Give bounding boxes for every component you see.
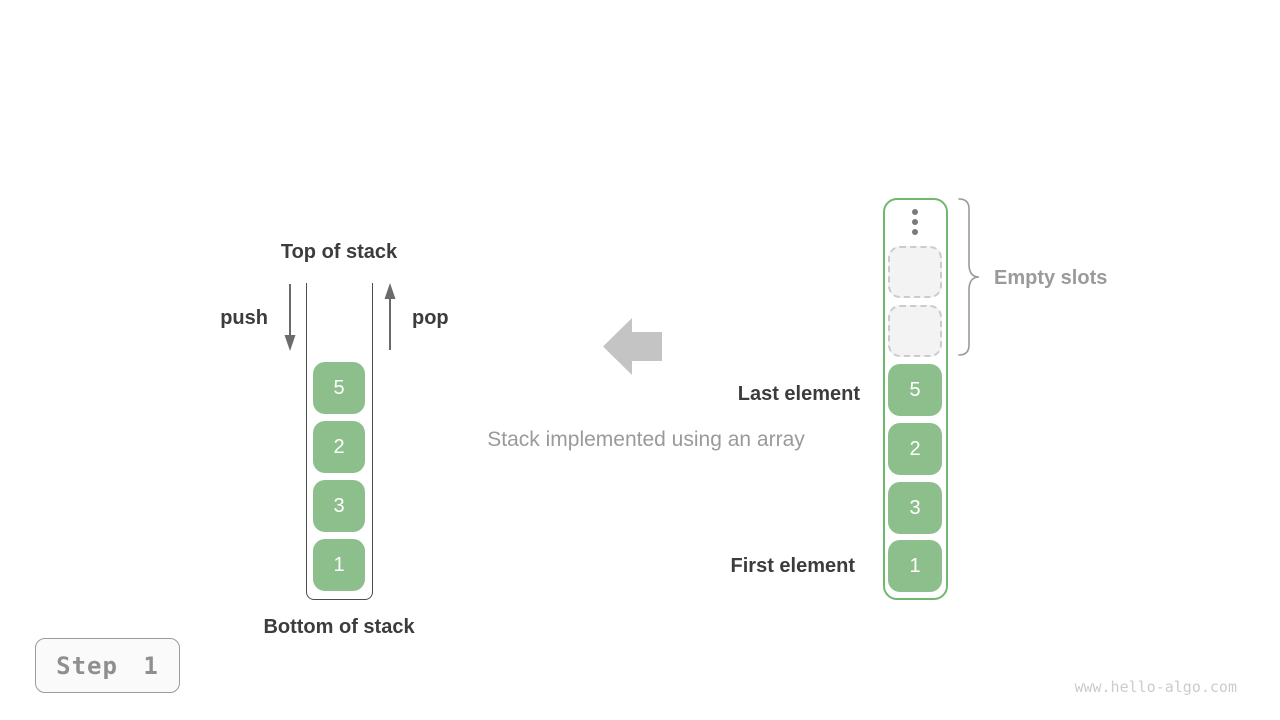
stack-element: 1 bbox=[313, 539, 365, 591]
bottom-of-stack-label: Bottom of stack bbox=[263, 616, 415, 638]
array-element: 5 bbox=[888, 364, 942, 416]
stack-element: 5 bbox=[313, 362, 365, 414]
curly-brace-icon bbox=[958, 198, 980, 356]
stack-element: 3 bbox=[313, 480, 365, 532]
step-badge: Step 1 bbox=[35, 638, 180, 693]
watermark: www.hello-algo.com bbox=[1074, 678, 1237, 696]
array-element: 1 bbox=[888, 540, 942, 592]
push-down-arrow-icon bbox=[284, 284, 296, 351]
last-element-label: Last element bbox=[737, 383, 860, 405]
array-element: 2 bbox=[888, 423, 942, 475]
push-label: push bbox=[220, 307, 268, 329]
pop-label: pop bbox=[412, 307, 449, 329]
step-badge-label: Step 1 bbox=[56, 651, 159, 680]
empty-slot bbox=[888, 246, 942, 298]
empty-slots-label: Empty slots bbox=[994, 267, 1108, 289]
diagram-caption: Stack implemented using an array bbox=[487, 428, 805, 451]
top-of-stack-label: Top of stack bbox=[280, 241, 398, 263]
pop-up-arrow-icon bbox=[384, 283, 396, 350]
empty-slot bbox=[888, 305, 942, 357]
left-block-arrow-icon bbox=[603, 318, 662, 375]
array-element: 3 bbox=[888, 482, 942, 534]
stack-element: 2 bbox=[313, 421, 365, 473]
first-element-label: First element bbox=[730, 555, 855, 577]
